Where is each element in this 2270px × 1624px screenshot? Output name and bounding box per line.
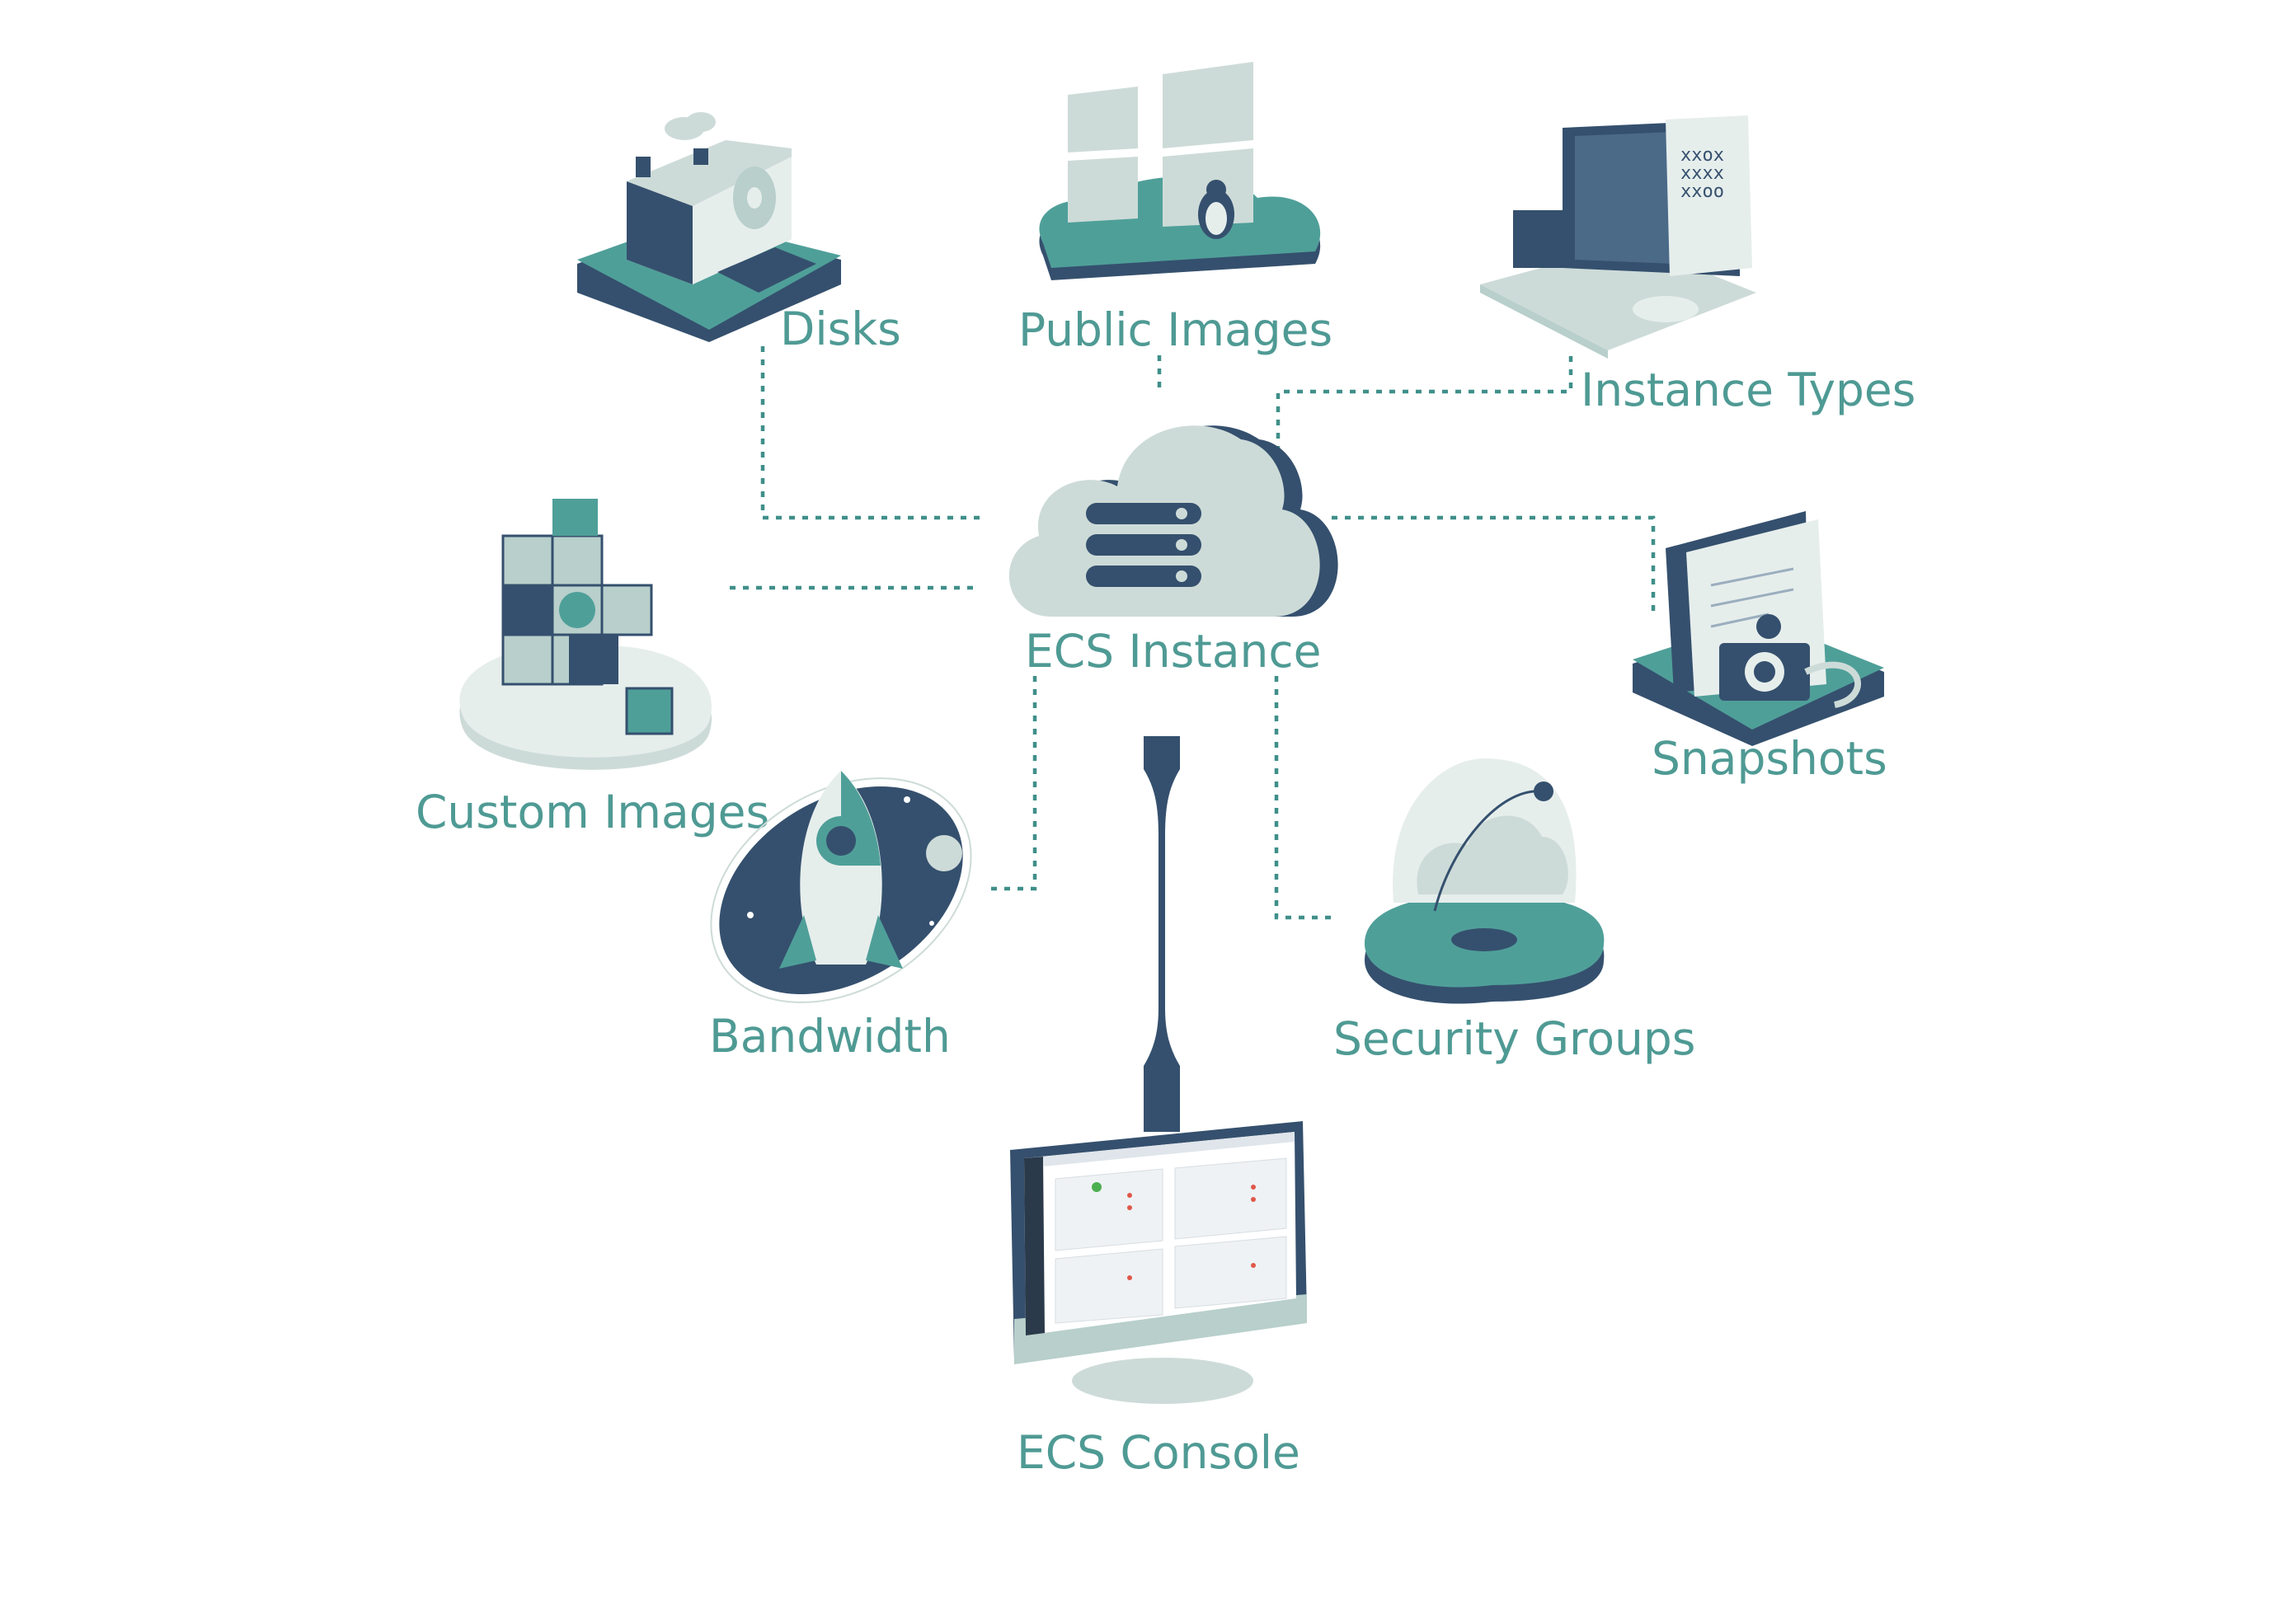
shield-dome-icon bbox=[1365, 758, 1605, 1004]
security-groups-label: Security Groups bbox=[1333, 1012, 1696, 1065]
svg-text:xxox: xxox bbox=[1680, 145, 1724, 166]
cube-stack-icon bbox=[459, 499, 712, 770]
disks-label: Disks bbox=[780, 303, 901, 355]
ecs-console-label: ECS Console bbox=[1017, 1426, 1300, 1479]
bandwidth-label: Bandwidth bbox=[709, 1010, 951, 1063]
disk-machine-icon bbox=[577, 112, 841, 342]
instance-types-label: Instance Types bbox=[1581, 364, 1916, 416]
ecs-instance-label: ECS Instance bbox=[1025, 625, 1322, 678]
public-images-label: Public Images bbox=[1018, 303, 1333, 356]
custom-images-label: Custom Images bbox=[416, 786, 770, 838]
laptop-icon: xxox xxxx xxoo bbox=[1480, 115, 1756, 359]
svg-text:xxxx: xxxx bbox=[1680, 163, 1724, 184]
svg-text:xxoo: xxoo bbox=[1680, 181, 1724, 202]
cloud-server-icon bbox=[1008, 425, 1338, 617]
console-connector-icon bbox=[1144, 736, 1180, 1132]
snapshots-label: Snapshots bbox=[1652, 732, 1887, 785]
camera-document-icon bbox=[1633, 511, 1884, 746]
rocket-icon bbox=[710, 771, 972, 1003]
monitor-icon bbox=[1010, 1121, 1307, 1404]
windows-linux-icon bbox=[1039, 62, 1321, 280]
